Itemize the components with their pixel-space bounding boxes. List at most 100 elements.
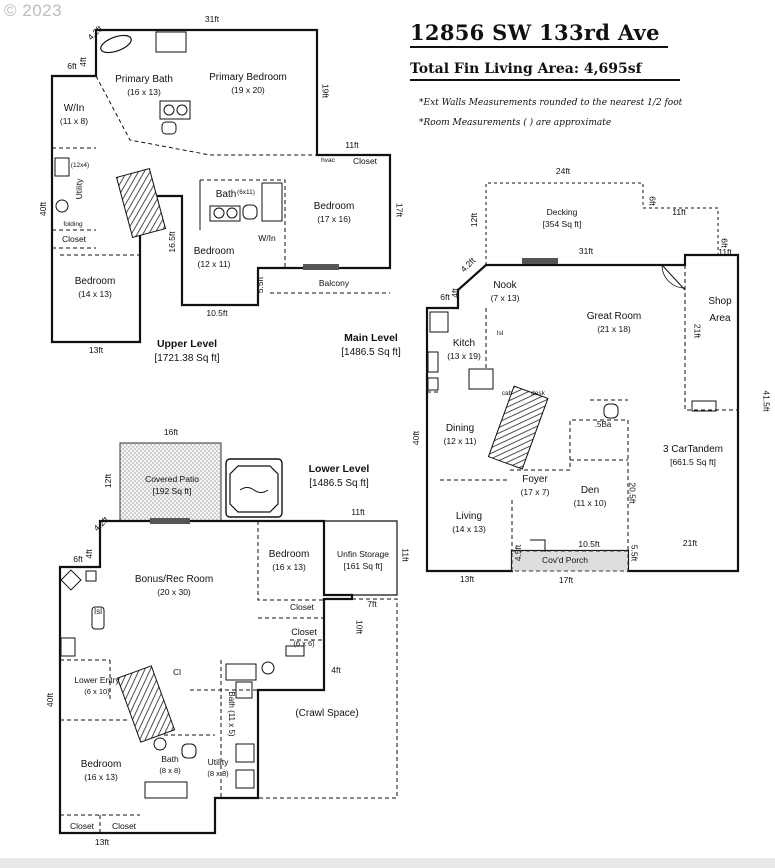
upper-bath-tub	[261, 182, 283, 222]
dim-main-left: 40ft	[410, 430, 421, 446]
main-stairs	[487, 385, 549, 470]
dim-crawl-left: 10ft	[354, 619, 365, 635]
deck-outline	[485, 182, 719, 265]
dim-storage-right: 11ft	[400, 548, 411, 562]
dim-upper-bottom: 13ft	[88, 345, 104, 355]
room-crawl-space: (Crawl Space)	[295, 708, 359, 719]
room-dining: Dining(12 x 11)	[443, 423, 477, 446]
room-lower-utility: Utility(8 x 8)	[207, 757, 229, 778]
upper-exterior-wall	[50, 28, 392, 344]
room-covered-patio: Covered Patio[192 Sq ft]	[145, 474, 199, 496]
dim-patio-side: 12ft	[102, 473, 113, 489]
room-closet-c: Closet	[69, 821, 95, 831]
dim-storage-bottom: 7ft	[367, 599, 377, 609]
room-decking: Decking[354 Sq ft]	[542, 207, 582, 229]
room-closet-d: Closet	[111, 821, 137, 831]
label-12x4: (12x4)	[70, 162, 90, 169]
dim-deck-right: 6ft	[647, 196, 658, 206]
copyright-watermark: © 2023	[4, 1, 63, 20]
main-level-label: Main Level[1486.5 Sq ft]	[341, 332, 401, 358]
dim-main-right-mid: 21ft	[692, 323, 703, 339]
dim-upper-top: 31ft	[204, 14, 220, 24]
room-primary-bedroom: Primary Bedroom(19 x 20)	[209, 72, 287, 95]
dim-upper-stair: 16.5ft	[166, 231, 177, 253]
lower-unfin-storage	[324, 520, 398, 596]
label-folding: folding	[63, 221, 83, 228]
dim-lower-left-top2: 4ft	[83, 549, 94, 559]
upper-bath-vanity	[209, 205, 241, 222]
lower-level-label: Lower Level[1486.5 Sq ft]	[308, 463, 370, 489]
room-garage: 3 CarTandem[661.5 Sq ft]	[662, 444, 724, 467]
dim-upper-notch-bottom: 10.5ft	[206, 308, 228, 318]
upper-vanity	[159, 100, 191, 120]
note-room-measurements: *Room Measurements ( ) are approximate	[419, 118, 612, 128]
upper-level-plan	[50, 28, 392, 344]
dim-deck-step: 11ft	[672, 207, 686, 217]
lower-level-plan	[58, 442, 398, 835]
dim-upper-right-top: 19ft	[320, 83, 331, 99]
dim-upper-left-top: 6ft	[67, 61, 77, 71]
upper-stairs	[115, 168, 167, 238]
dim-upper-step-top: 11ft	[345, 140, 359, 150]
room-bonus-rec: Bonus/Rec Room(20 x 30)	[134, 574, 214, 597]
dim-shop-b: 11ft	[718, 247, 732, 257]
room-primary-bath: Primary Bath(16 x 13)	[115, 74, 173, 97]
property-address-title: 12856 SW 133rd Ave	[410, 20, 660, 45]
note-ext-walls: *Ext Walls Measurements rounded to the n…	[419, 98, 683, 108]
room-bedroom-sw: Bedroom(14 x 13)	[74, 276, 116, 299]
room-closet-b: Closet(6 x 6)	[291, 627, 317, 648]
dim-lower-bottom: 13ft	[94, 837, 110, 847]
room-living: Living(14 x 13)	[452, 511, 486, 534]
dim-main-right: 41.5ft	[761, 390, 772, 412]
dim-upper-left-top2: 4ft	[77, 57, 88, 67]
dim-main-left-top: 6ft	[440, 292, 450, 302]
room-utility: Utility	[73, 178, 84, 200]
dim-lower-left-top: 6ft	[73, 554, 83, 564]
dim-lower-top: 16ft	[163, 427, 179, 437]
dim-lower-step-top: 11ft	[351, 507, 365, 517]
covered-patio	[119, 442, 222, 522]
room-bedroom-east: Bedroom(17 x 16)	[313, 201, 355, 224]
footer-bar	[0, 858, 775, 868]
lower-interior-walls	[60, 521, 324, 833]
label-main-isl: Isl	[496, 330, 504, 337]
room-half-bath: .5Ba	[594, 420, 612, 429]
room-den: Den(11 x 10)	[573, 485, 607, 508]
room-lower-entry: Lower Entry(6 x 10)	[74, 675, 120, 696]
dim-porch-top: 10.5ft	[578, 539, 600, 549]
room-balcony: Balcony	[318, 278, 350, 288]
lower-stairs	[116, 665, 176, 743]
dim-deck-top: 24ft	[555, 166, 571, 176]
room-covered-porch: Cov'd Porch	[541, 555, 589, 565]
label-lower-isl: Isl	[94, 607, 102, 616]
room-walkin-2: W/In	[258, 233, 276, 243]
kitchen-island	[468, 368, 494, 390]
label-cab: cab	[501, 390, 513, 397]
dim-main-left-top2: 4ft	[449, 288, 460, 298]
room-walkin-closet: W/In(11 x 8)	[59, 103, 89, 126]
room-kitchen: Kitch(13 x 19)	[447, 338, 481, 361]
room-cl: Cl	[172, 667, 182, 677]
room-nook: Nook(7 x 13)	[490, 280, 520, 303]
dim-crawl-bottom: 4ft	[331, 665, 341, 675]
room-closet-left: Closet	[61, 234, 87, 244]
main-interior-walls	[427, 265, 738, 551]
upper-shower	[155, 31, 187, 53]
room-closet-ne: Closet	[352, 156, 378, 166]
dim-upper-right: 17ft	[394, 202, 405, 218]
upper-tub	[100, 34, 132, 54]
upper-level-label: Upper Level[1721.38 Sq ft]	[154, 338, 220, 364]
main-level-plan	[425, 182, 740, 573]
dim-upper-left: 40ft	[37, 201, 48, 217]
crawl-space-outline	[258, 598, 398, 799]
dim-main-top: 31ft	[578, 246, 594, 256]
room-great-room: Great Room(21 x 18)	[586, 311, 642, 334]
dim-porch-left: 4.5ft	[512, 544, 523, 562]
title-underline	[410, 46, 668, 48]
dim-upper-notch: 5.5ft	[254, 276, 265, 294]
dim-porch-right: 5.5ft	[629, 544, 640, 562]
total-living-area: Total Fin Living Area: 4,695sf	[410, 61, 642, 77]
